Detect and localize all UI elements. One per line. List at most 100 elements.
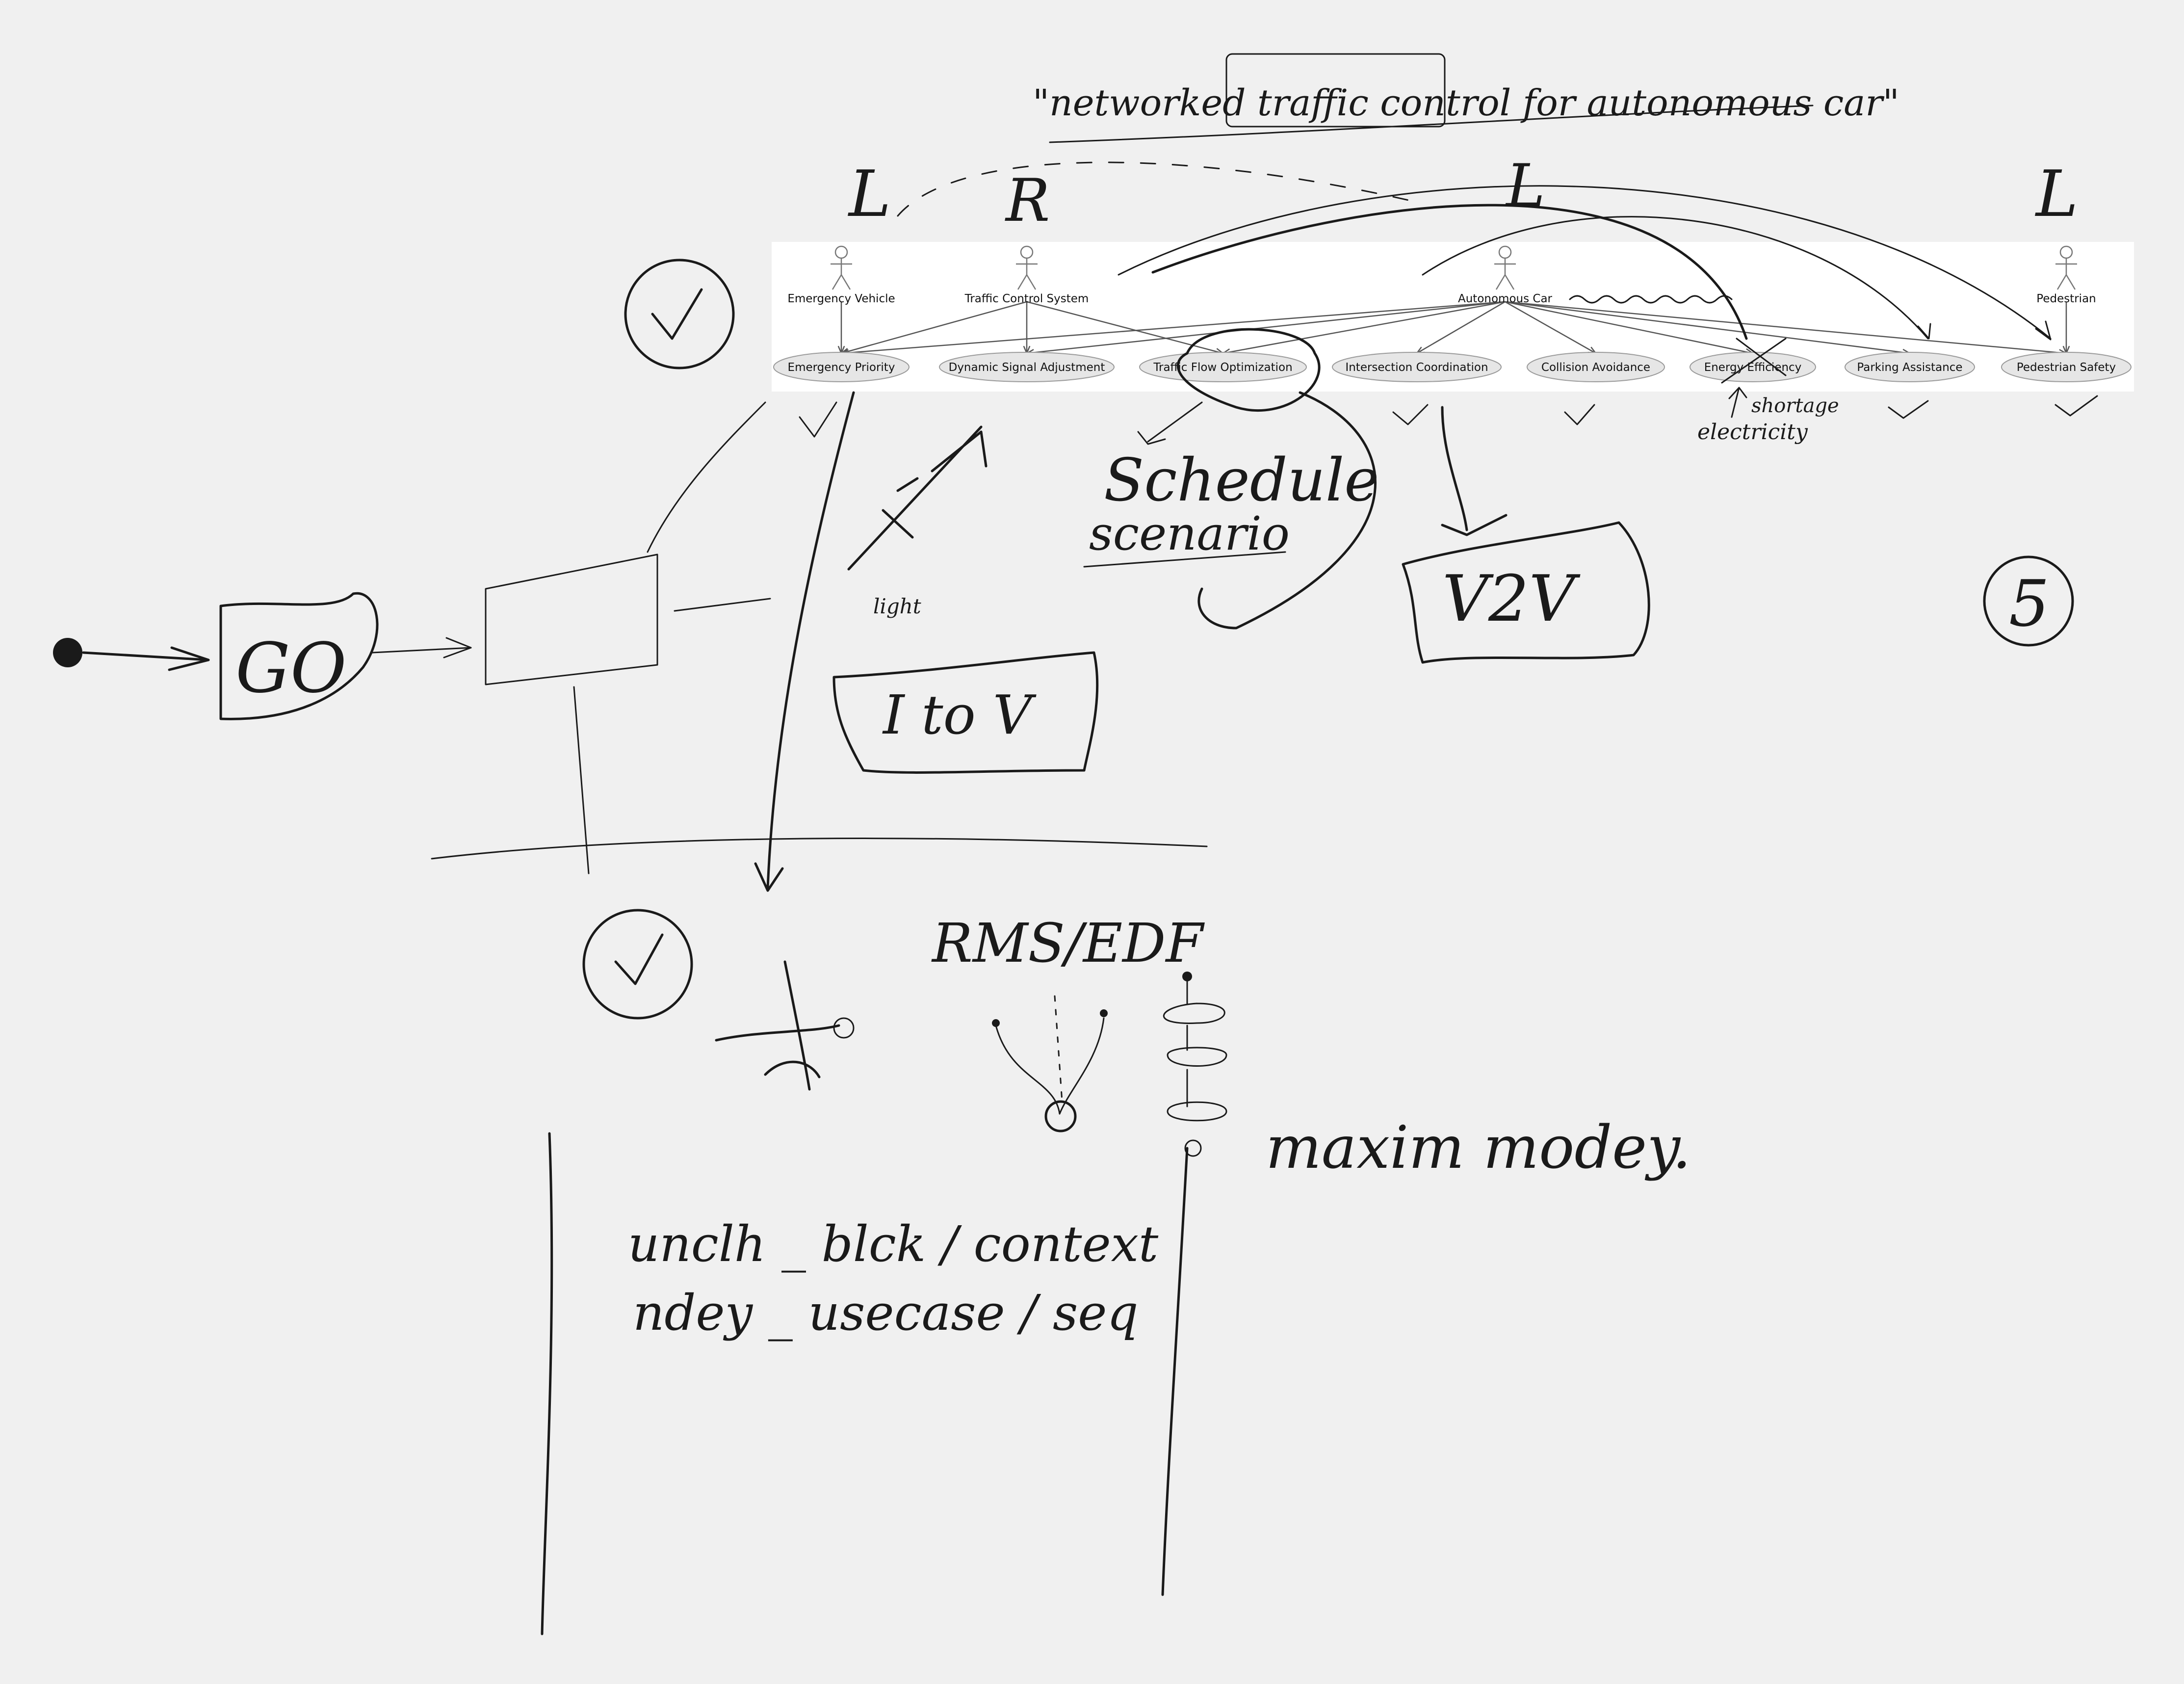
right-vertical-line (1161, 1147, 1189, 1596)
v2v-frame (1402, 521, 1650, 664)
title-annotation: "networked traffic control for autonomou… (1033, 53, 1899, 143)
check-parking (1888, 400, 1929, 419)
association-line (1026, 301, 1223, 354)
use-case-ellipse (1845, 352, 1975, 382)
intersection-node (833, 1017, 855, 1039)
use-case-ellipse (1332, 352, 1502, 382)
marker-r: R (1005, 167, 1050, 235)
scenario-text: scenario (1089, 507, 1290, 561)
energy-cross (1721, 338, 1787, 384)
actor-pedestrian[interactable]: Pedestrian (2036, 245, 2096, 305)
use-case-dynamic-signal-adjustment[interactable]: Dynamic Signal Adjustment (939, 352, 1115, 382)
use-case-label: Pedestrian Safety (2017, 361, 2116, 374)
curved-arrow-to-energy (1151, 204, 1748, 340)
box-line-down (573, 686, 590, 874)
actor-label: Autonomous Car (1458, 292, 1553, 305)
association-line (1505, 301, 1596, 354)
actor-autonomous-car[interactable]: Autonomous Car (1458, 245, 1553, 305)
marker-l-left: L (848, 157, 891, 231)
marker-l-right: L (2035, 157, 2078, 231)
use-case-emergency-priority[interactable]: Emergency Priority (773, 352, 910, 382)
schedule-down-arrow (1137, 401, 1203, 445)
association-line (841, 301, 1506, 354)
use-case-label: Collision Avoidance (1541, 361, 1650, 374)
notes-line-1: unclh _ blck / context (628, 1215, 1159, 1273)
title-underline (1049, 105, 1814, 143)
activity-start (1182, 972, 1192, 981)
association-line (1416, 301, 1506, 354)
decision-box (485, 553, 658, 685)
use-case-label: Intersection Coordination (1345, 361, 1488, 374)
rms-dot-right (1100, 1009, 1108, 1017)
actor-label: Traffic Control System (964, 292, 1089, 305)
rms-branch (995, 1017, 1105, 1115)
circle-check-top (624, 259, 735, 369)
use-case-ellipse (2001, 352, 2132, 382)
use-case-traffic-flow-optimization[interactable]: Traffic Flow Optimization (1139, 352, 1307, 382)
i2v-text: I to V (882, 684, 1037, 746)
diagram-annotations: shortage electricity 5 (582, 185, 2098, 1020)
use-case-label: Energy Efficiency (1704, 361, 1802, 374)
association-line (1026, 301, 1506, 354)
use-case-ellipse (1527, 352, 1665, 382)
activity-flow (1163, 980, 1227, 1122)
dashed-arc (897, 161, 1414, 217)
actor-body (1016, 258, 1038, 290)
box-line-right (674, 598, 771, 612)
use-case-ellipse (773, 352, 910, 382)
use-case-label: Traffic Flow Optimization (1153, 361, 1292, 374)
shortage-note: shortage (1751, 395, 1839, 417)
activity-diagram-mini (1163, 972, 1227, 1157)
arrow-to-v2v (1441, 406, 1508, 536)
arrow-go-to-box (372, 637, 472, 658)
scenario-underline (1083, 551, 1286, 568)
left-vertical-line (541, 1132, 553, 1635)
i2v-frame (832, 651, 1099, 774)
circle-five (1983, 555, 2074, 647)
box-line-up (647, 401, 766, 553)
use-case-label: Emergency Priority (788, 361, 895, 374)
actor-body (831, 258, 852, 290)
association-line (1505, 301, 2067, 354)
use-case-label: Dynamic Signal Adjustment (949, 361, 1105, 374)
association-line (1222, 301, 1506, 354)
schedule-text: Schedule (1104, 447, 1379, 515)
actor-body (1494, 258, 1516, 290)
use-case-parking-assistance[interactable]: Parking Assistance (1845, 352, 1975, 382)
rms-dotted-center (1054, 995, 1063, 1103)
maximum-modeling-text: maxim modey. (1266, 1114, 1691, 1182)
schedule-loop (1176, 328, 1377, 630)
use-case-energy-efficiency[interactable]: Energy Efficiency (1690, 352, 1816, 382)
association-line (1505, 301, 1910, 354)
circle-check-bottom (582, 909, 693, 1020)
rms-edf-text: RMS/EDF (931, 912, 1205, 974)
check-inside-top (651, 288, 703, 340)
use-cases: Emergency Priority Dynamic Signal Adjustm… (773, 352, 2132, 382)
actor-emergency-vehicle[interactable]: Emergency Vehicle (787, 245, 895, 305)
light-label: light (873, 594, 921, 618)
curved-arrow-car-to-pedestrian (1118, 185, 2052, 341)
use-case-pedestrian-safety[interactable]: Pedestrian Safety (2001, 352, 2132, 382)
use-case-intersection-coordination[interactable]: Intersection Coordination (1332, 352, 1502, 382)
squiggle-line (1569, 295, 1733, 304)
use-case-collision-avoidance[interactable]: Collision Avoidance (1527, 352, 1665, 382)
actor-label: Pedestrian (2036, 292, 2096, 305)
curved-arrow-car-to-parking (1422, 216, 1931, 340)
flow-sketch: GO (53, 391, 1208, 892)
association-line (841, 301, 1027, 354)
check-collision (1564, 404, 1595, 425)
association-lines (837, 301, 2070, 357)
electricity-note: electricity (1697, 420, 1808, 445)
rms-dot-left (992, 1019, 1000, 1027)
energy-up-arrow (1728, 387, 1747, 418)
activity-end (1184, 1139, 1202, 1157)
actor-body (2055, 258, 2077, 290)
actor-traffic-control-system[interactable]: Traffic Control System (964, 245, 1089, 305)
five-text: 5 (2009, 566, 2050, 641)
middle-annotations: light I to V Schedule scenario V2V (832, 328, 1650, 774)
traffic-light-sketch (847, 425, 988, 571)
v2v-text: V2V (1442, 561, 1581, 636)
check-pedestrian (2054, 395, 2098, 417)
